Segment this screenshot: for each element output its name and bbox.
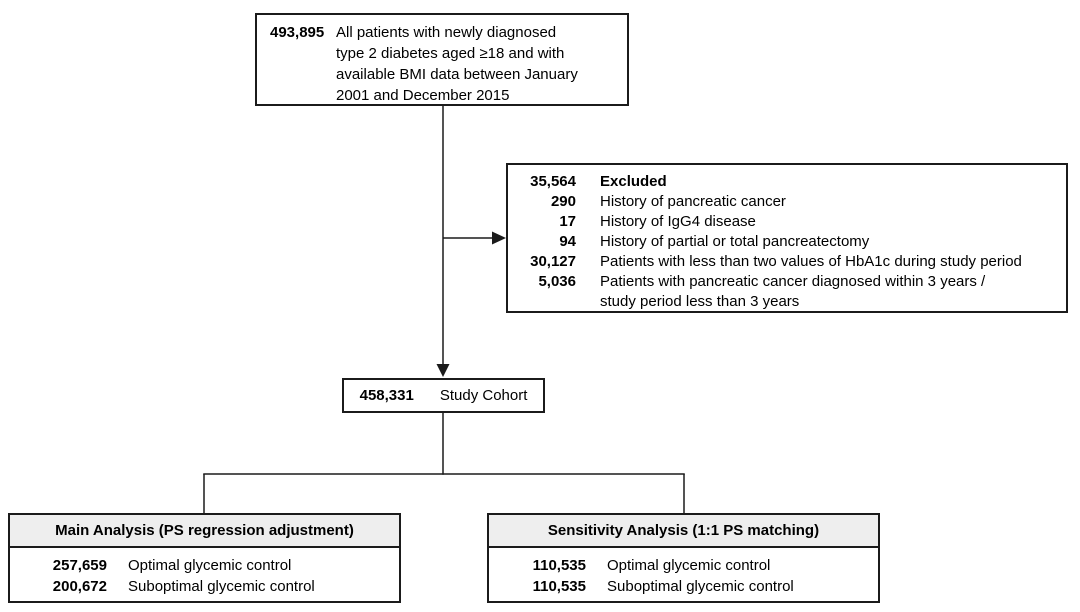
analysis-row: 257,659 Optimal glycemic control	[46, 555, 399, 576]
analysis-row-label: Optimal glycemic control	[128, 557, 292, 574]
box-excluded: 35,564 Excluded 290 History of pancreati…	[506, 163, 1068, 313]
excluded-item-count: 30,127	[530, 253, 576, 270]
arrowhead-down-icon	[436, 364, 450, 377]
study-cohort-label: Study Cohort	[439, 387, 528, 404]
excluded-item-label: History of IgG4 disease	[600, 213, 756, 230]
excluded-item-row: 290 History of pancreatic cancer	[508, 192, 1066, 212]
analysis-row: 200,672 Suboptimal glycemic control	[46, 576, 399, 597]
box-main-analysis: Main Analysis (PS regression adjustment)…	[8, 513, 401, 603]
main-analysis-body: 257,659 Optimal glycemic control 200,672…	[10, 548, 399, 597]
analysis-row-count: 110,535	[532, 557, 586, 574]
analysis-row-label: Suboptimal glycemic control	[607, 578, 794, 595]
excluded-label: Excluded	[600, 173, 667, 190]
arrowhead-right-icon	[492, 231, 506, 245]
analysis-row-label: Optimal glycemic control	[607, 557, 771, 574]
analysis-row-label: Suboptimal glycemic control	[128, 578, 315, 595]
excluded-item-row: 5,036 Patients with pancreatic cancer di…	[508, 272, 1066, 312]
analysis-row: 110,535 Optimal glycemic control	[525, 555, 878, 576]
box-all-patients: 493,895 All patients with newly diagnose…	[255, 13, 629, 106]
main-analysis-title: Main Analysis (PS regression adjustment)	[10, 515, 399, 548]
all-patients-count: 493,895	[270, 24, 325, 41]
excluded-item-label-line1: Patients with pancreatic cancer diagnose…	[600, 273, 986, 290]
sensitivity-analysis-body: 110,535 Optimal glycemic control 110,535…	[489, 548, 878, 597]
analysis-row-count: 110,535	[532, 578, 586, 595]
box-sensitivity-analysis: Sensitivity Analysis (1:1 PS matching) 1…	[487, 513, 880, 603]
analysis-row-count: 257,659	[52, 557, 107, 574]
excluded-item-label: Patients with less than two values of Hb…	[600, 253, 1022, 270]
excluded-header-row: 35,564 Excluded	[508, 172, 1066, 192]
excluded-count: 35,564	[530, 173, 576, 190]
excluded-item-row: 17 History of IgG4 disease	[508, 212, 1066, 232]
excluded-item-label: History of partial or total pancreatecto…	[600, 233, 870, 250]
analysis-row: 110,535 Suboptimal glycemic control	[525, 576, 878, 597]
excluded-item-label-line2: study period less than 3 years	[600, 293, 800, 310]
study-cohort-count: 458,331	[359, 387, 414, 404]
excluded-item-count: 17	[559, 213, 576, 230]
analysis-row-count: 200,672	[52, 578, 107, 595]
excluded-item-row: 94 History of partial or total pancreate…	[508, 232, 1066, 252]
all-patients-label: All patients with newly diagnosed type 2…	[336, 24, 578, 104]
excluded-item-row: 30,127 Patients with less than two value…	[508, 252, 1066, 272]
sensitivity-analysis-title: Sensitivity Analysis (1:1 PS matching)	[489, 515, 878, 548]
excluded-item-count: 94	[559, 233, 576, 250]
excluded-item-label: History of pancreatic cancer	[600, 193, 786, 210]
excluded-item-count: 5,036	[538, 273, 576, 290]
box-study-cohort: 458,331 Study Cohort	[342, 378, 545, 413]
excluded-item-count: 290	[550, 193, 576, 210]
excluded-item-label: Patients with pancreatic cancer diagnose…	[600, 272, 1062, 312]
